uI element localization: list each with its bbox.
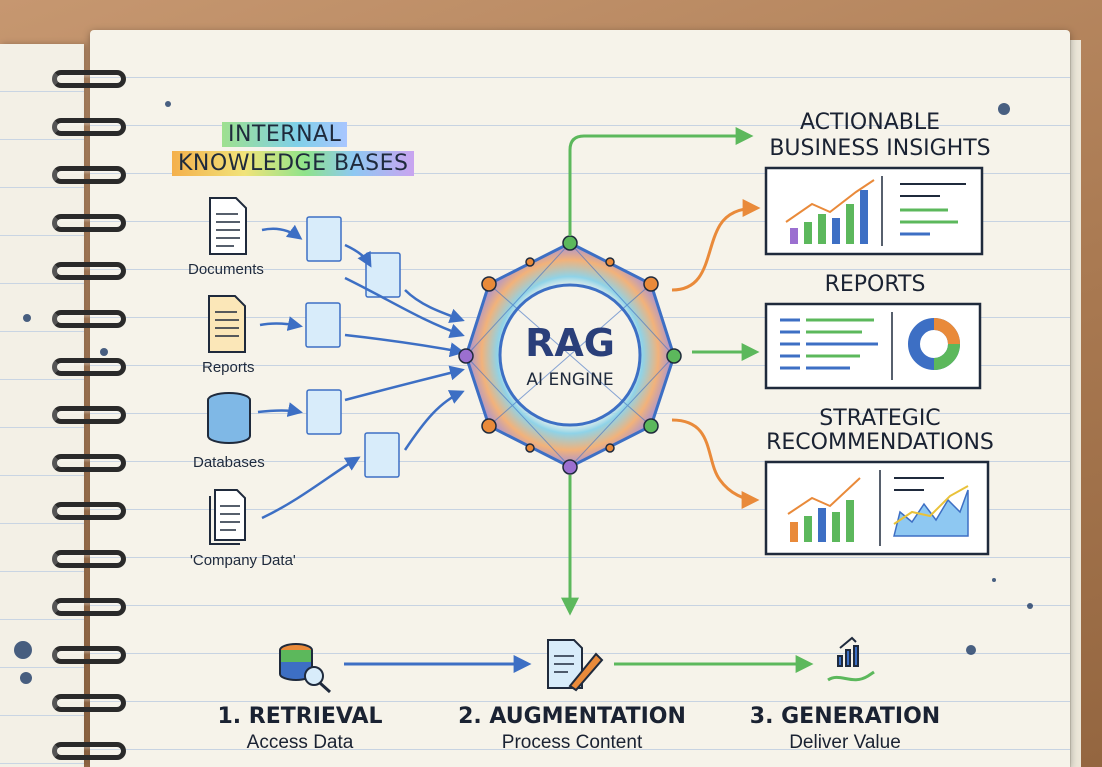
title-line-2: KNOWLEDGE BASES <box>172 151 415 176</box>
title-highlight-1: INTERNAL <box>222 122 348 147</box>
engine-title: RAG <box>525 321 615 365</box>
bar-chart-dashboard-icon <box>764 166 984 256</box>
output-heading-2: REPORTS <box>824 272 926 297</box>
output-heading-3-line-1: STRATEGIC <box>819 406 941 431</box>
document-pencil-icon <box>547 639 604 692</box>
output-heading-1-line-2: BUSINESS INSIGHTS <box>769 136 991 161</box>
engine-subtitle: AI ENGINE <box>526 370 614 390</box>
title-highlight-2: KNOWLEDGE BASES <box>172 151 415 176</box>
output-heading-3-line-2: RECOMMENDATIONS <box>766 430 994 455</box>
step-3-title: 3. GENERATION <box>749 704 941 729</box>
source-label-reports: Reports <box>202 359 255 376</box>
step-2-title: 2. AUGMENTATION <box>458 704 686 729</box>
page-stack-edge <box>1070 40 1081 767</box>
area-chart-dashboard-icon <box>764 460 990 556</box>
output-arrows <box>561 127 761 616</box>
database-search-icon <box>279 643 332 694</box>
report-icon <box>208 295 246 353</box>
hand-growth-icon <box>827 636 875 682</box>
step-2-subtitle: Process Content <box>501 732 643 753</box>
data-card-icons <box>305 216 401 478</box>
step-1-title: 1. RETRIEVAL <box>217 704 383 729</box>
rag-engine-icon <box>458 235 682 475</box>
source-label-documents: Documents <box>188 261 264 278</box>
database-icon <box>207 392 251 444</box>
output-heading-1-line-1: ACTIONABLE <box>799 110 941 135</box>
input-arrows <box>257 224 465 520</box>
source-label-databases: Databases <box>193 454 265 471</box>
title-line-1: INTERNAL <box>222 122 348 147</box>
donut-chart-dashboard-icon <box>764 302 982 390</box>
ink-splatters <box>14 101 1033 684</box>
step-1-subtitle: Access Data <box>246 732 354 753</box>
company-data-icon <box>209 489 246 545</box>
source-label-company-data: 'Company Data' <box>190 552 296 569</box>
document-icon <box>209 197 247 255</box>
step-3-subtitle: Deliver Value <box>789 732 901 753</box>
